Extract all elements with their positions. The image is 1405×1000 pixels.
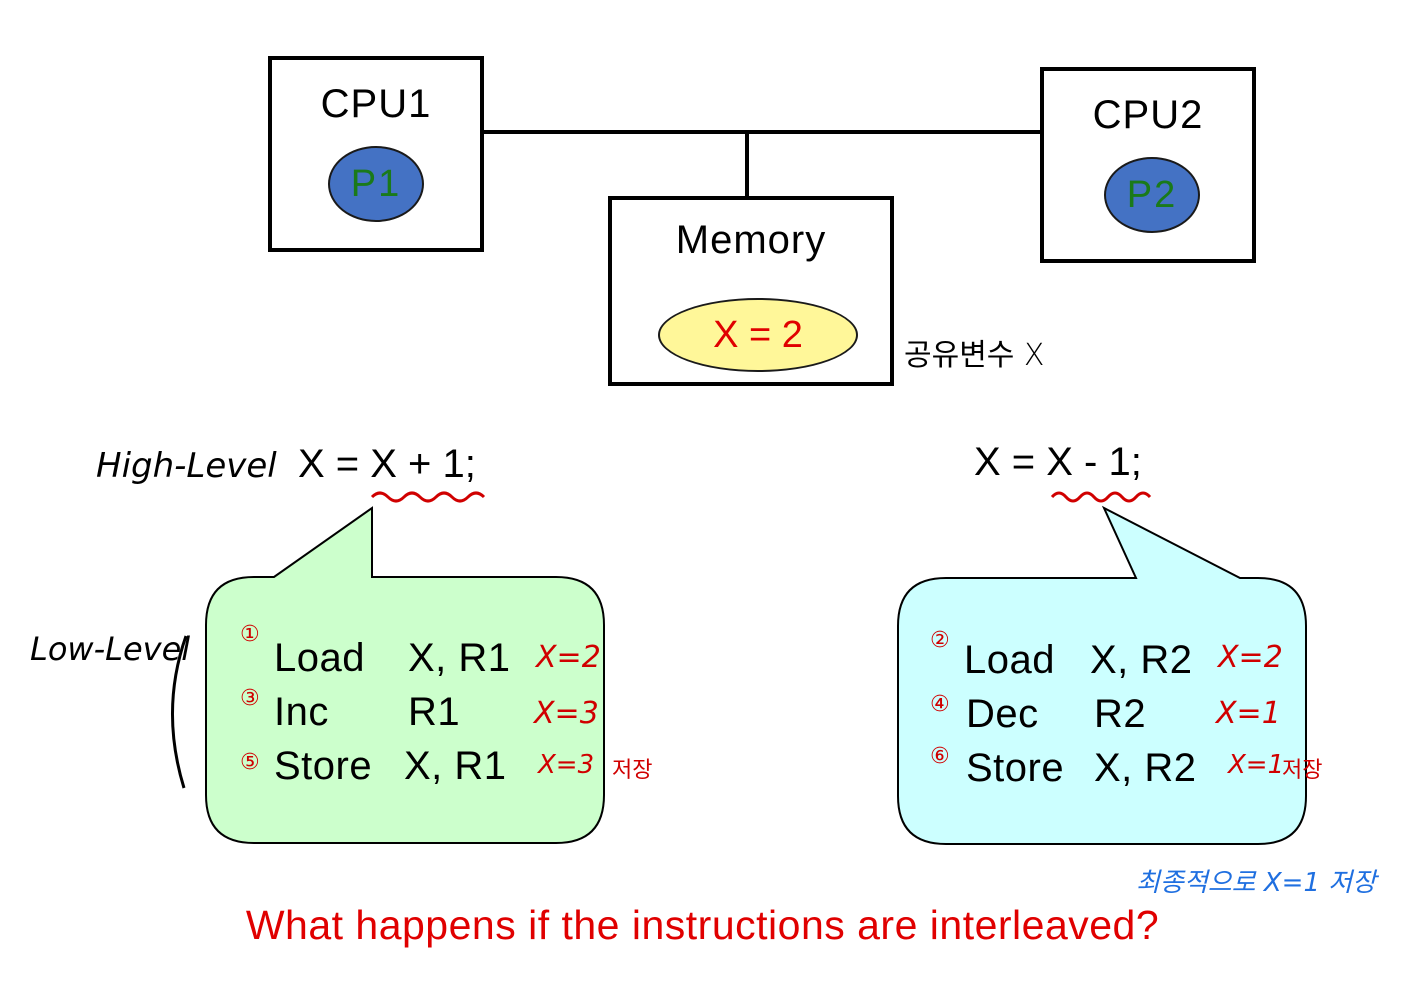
right-args-store: X, R2 [1094, 746, 1197, 790]
process-p1: P1 [328, 146, 424, 222]
left-op-inc: Inc [274, 690, 329, 734]
left-note-3: X=3 [538, 750, 595, 780]
left-op-load: Load [274, 636, 365, 680]
cpu1-box: CPU1 P1 [268, 56, 484, 252]
right-high-level-code: X = X - 1; [974, 440, 1142, 484]
right-op-load: Load [964, 638, 1055, 682]
high-level-label: High-Level [96, 446, 277, 486]
left-op-store: Store [274, 744, 373, 788]
left-high-level-code: X = X + 1; [298, 442, 476, 486]
cpu2-box: CPU2 P2 [1040, 67, 1256, 263]
left-note-3-saved: 저장 [612, 758, 653, 783]
low-level-label: Low-Level [30, 630, 191, 668]
memory-label: Memory [675, 218, 827, 262]
final-result-note: 최종적으로 X=1 저장 [1136, 868, 1377, 898]
left-args-inc: R1 [408, 690, 461, 734]
interleaving-question: What happens if the instructions are int… [245, 902, 1160, 948]
low-level-bracket [170, 635, 188, 789]
right-note-3-saved: 저장 [1282, 758, 1323, 783]
cpu2-label: CPU2 [1092, 93, 1204, 137]
step-3-marker: ③ [240, 686, 260, 711]
memory-box: Memory X = 2 [608, 196, 894, 386]
right-op-store: Store [966, 746, 1065, 790]
shared-variable-note: 공유변수 X [904, 338, 1045, 373]
step-6-marker: ⑥ [930, 744, 950, 769]
right-note-3: X=1 [1228, 750, 1285, 780]
cpu1-label: CPU1 [320, 82, 432, 126]
left-squiggle [370, 491, 486, 503]
left-args-load: X, R1 [408, 636, 511, 680]
left-speech-bubble [205, 506, 605, 844]
right-args-dec: R2 [1094, 692, 1147, 736]
right-speech-bubble [897, 505, 1307, 845]
right-op-dec: Dec [966, 692, 1039, 736]
step-1-marker: ① [240, 622, 260, 647]
shared-variable-x: X = 2 [658, 298, 858, 372]
right-note-2: X=1 [1216, 696, 1281, 731]
step-2-marker: ② [930, 628, 950, 653]
left-note-2: X=3 [534, 696, 599, 731]
left-note-1: X=2 [536, 640, 601, 675]
step-4-marker: ④ [930, 692, 950, 717]
process-p2: P2 [1104, 157, 1200, 233]
right-args-load: X, R2 [1090, 638, 1193, 682]
left-args-store: X, R1 [404, 744, 507, 788]
right-note-1: X=2 [1218, 640, 1283, 675]
step-5-marker: ⑤ [240, 750, 260, 775]
right-squiggle [1050, 491, 1152, 503]
